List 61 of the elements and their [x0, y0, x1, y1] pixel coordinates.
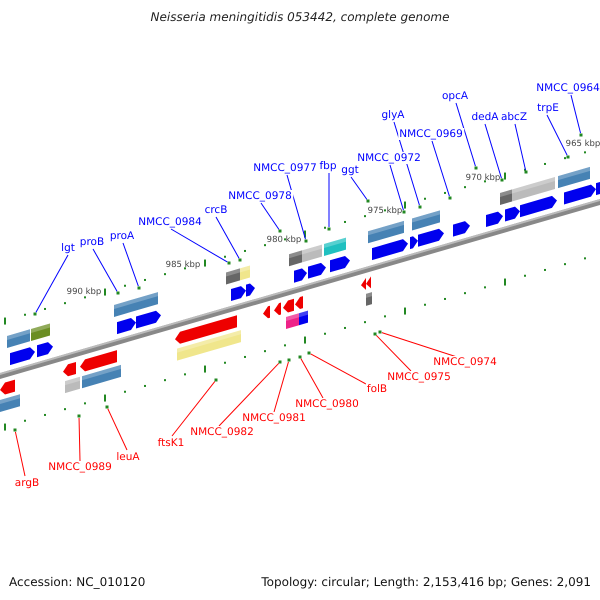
leader-line: [432, 140, 450, 197]
gene-label: crcB: [204, 204, 228, 216]
gene-label: NMCC_0969: [398, 128, 464, 140]
leader-line: [170, 228, 228, 262]
leader-line: [14, 431, 26, 476]
gene-label: leuA: [115, 451, 141, 463]
leader-line: [390, 164, 404, 211]
gene-label: NMCC_0975: [386, 371, 452, 383]
scale-label: 990 kbp: [66, 287, 102, 297]
accession-text: Accession: NC_010120: [9, 575, 146, 589]
leader-line: [570, 94, 582, 134]
leader-line: [546, 114, 568, 156]
scale-label: 965 kbp: [566, 139, 600, 149]
leader-line: [107, 408, 128, 450]
gene-label: lgt: [60, 242, 76, 254]
leader-line: [92, 248, 118, 292]
gene-label: NMCC_0972: [356, 152, 422, 164]
scale-label: 980 kbp: [266, 235, 302, 245]
gene-label: dedA: [470, 111, 500, 123]
leader-line: [260, 202, 280, 230]
leader-line: [216, 216, 240, 259]
scale-label: 985 kbp: [166, 260, 200, 270]
leader-line: [78, 418, 80, 462]
gene-label: NMCC_0984: [137, 216, 203, 228]
leader-line: [484, 124, 502, 179]
gene-label: NMCC_0977: [252, 162, 318, 174]
leader-line: [300, 358, 324, 398]
gene-label: proB: [78, 236, 106, 248]
scale-label: 975 kbp: [368, 206, 402, 216]
gene-label: proA: [108, 230, 136, 242]
gene-label: trpE: [536, 102, 560, 114]
leader-line: [381, 332, 458, 358]
leader-line: [514, 124, 526, 171]
gene-label: ggt: [340, 164, 360, 176]
title: Neisseria meningitidis 053442, complete genome: [150, 10, 450, 24]
leader-line: [218, 362, 280, 426]
gene-label: NMCC_0964: [535, 82, 600, 94]
leader-line: [274, 361, 289, 412]
gene-label: argB: [14, 477, 40, 489]
scale-label: 970 kbp: [466, 173, 500, 183]
gene-label: NMCC_0978: [227, 190, 293, 202]
leader-line: [328, 172, 330, 228]
gene-label: NMCC_0989: [47, 461, 113, 473]
gene-label: NMCC_0982: [189, 426, 255, 438]
leader-line: [310, 353, 366, 384]
leader-line: [376, 334, 412, 372]
gene-label: abcZ: [500, 111, 528, 123]
gene-label: NMCC_0980: [294, 398, 360, 410]
leader-line: [350, 176, 368, 200]
gene-label: NMCC_0981: [241, 412, 307, 424]
leader-line: [456, 102, 476, 167]
genome-stats-text: Topology: circular; Length: 2,153,416 bp; Genes: 2,091: [261, 575, 591, 589]
gene-label: glyA: [380, 109, 406, 121]
gene-label: opcA: [440, 90, 470, 102]
leader-line: [286, 174, 306, 240]
gene-label: ftsK1: [156, 437, 186, 449]
gene-label: fbp: [318, 160, 338, 172]
leader-line: [122, 242, 139, 287]
gene-label: NMCC_0974: [432, 356, 498, 368]
leader-line: [172, 381, 216, 436]
gene-label: folB: [366, 383, 388, 395]
